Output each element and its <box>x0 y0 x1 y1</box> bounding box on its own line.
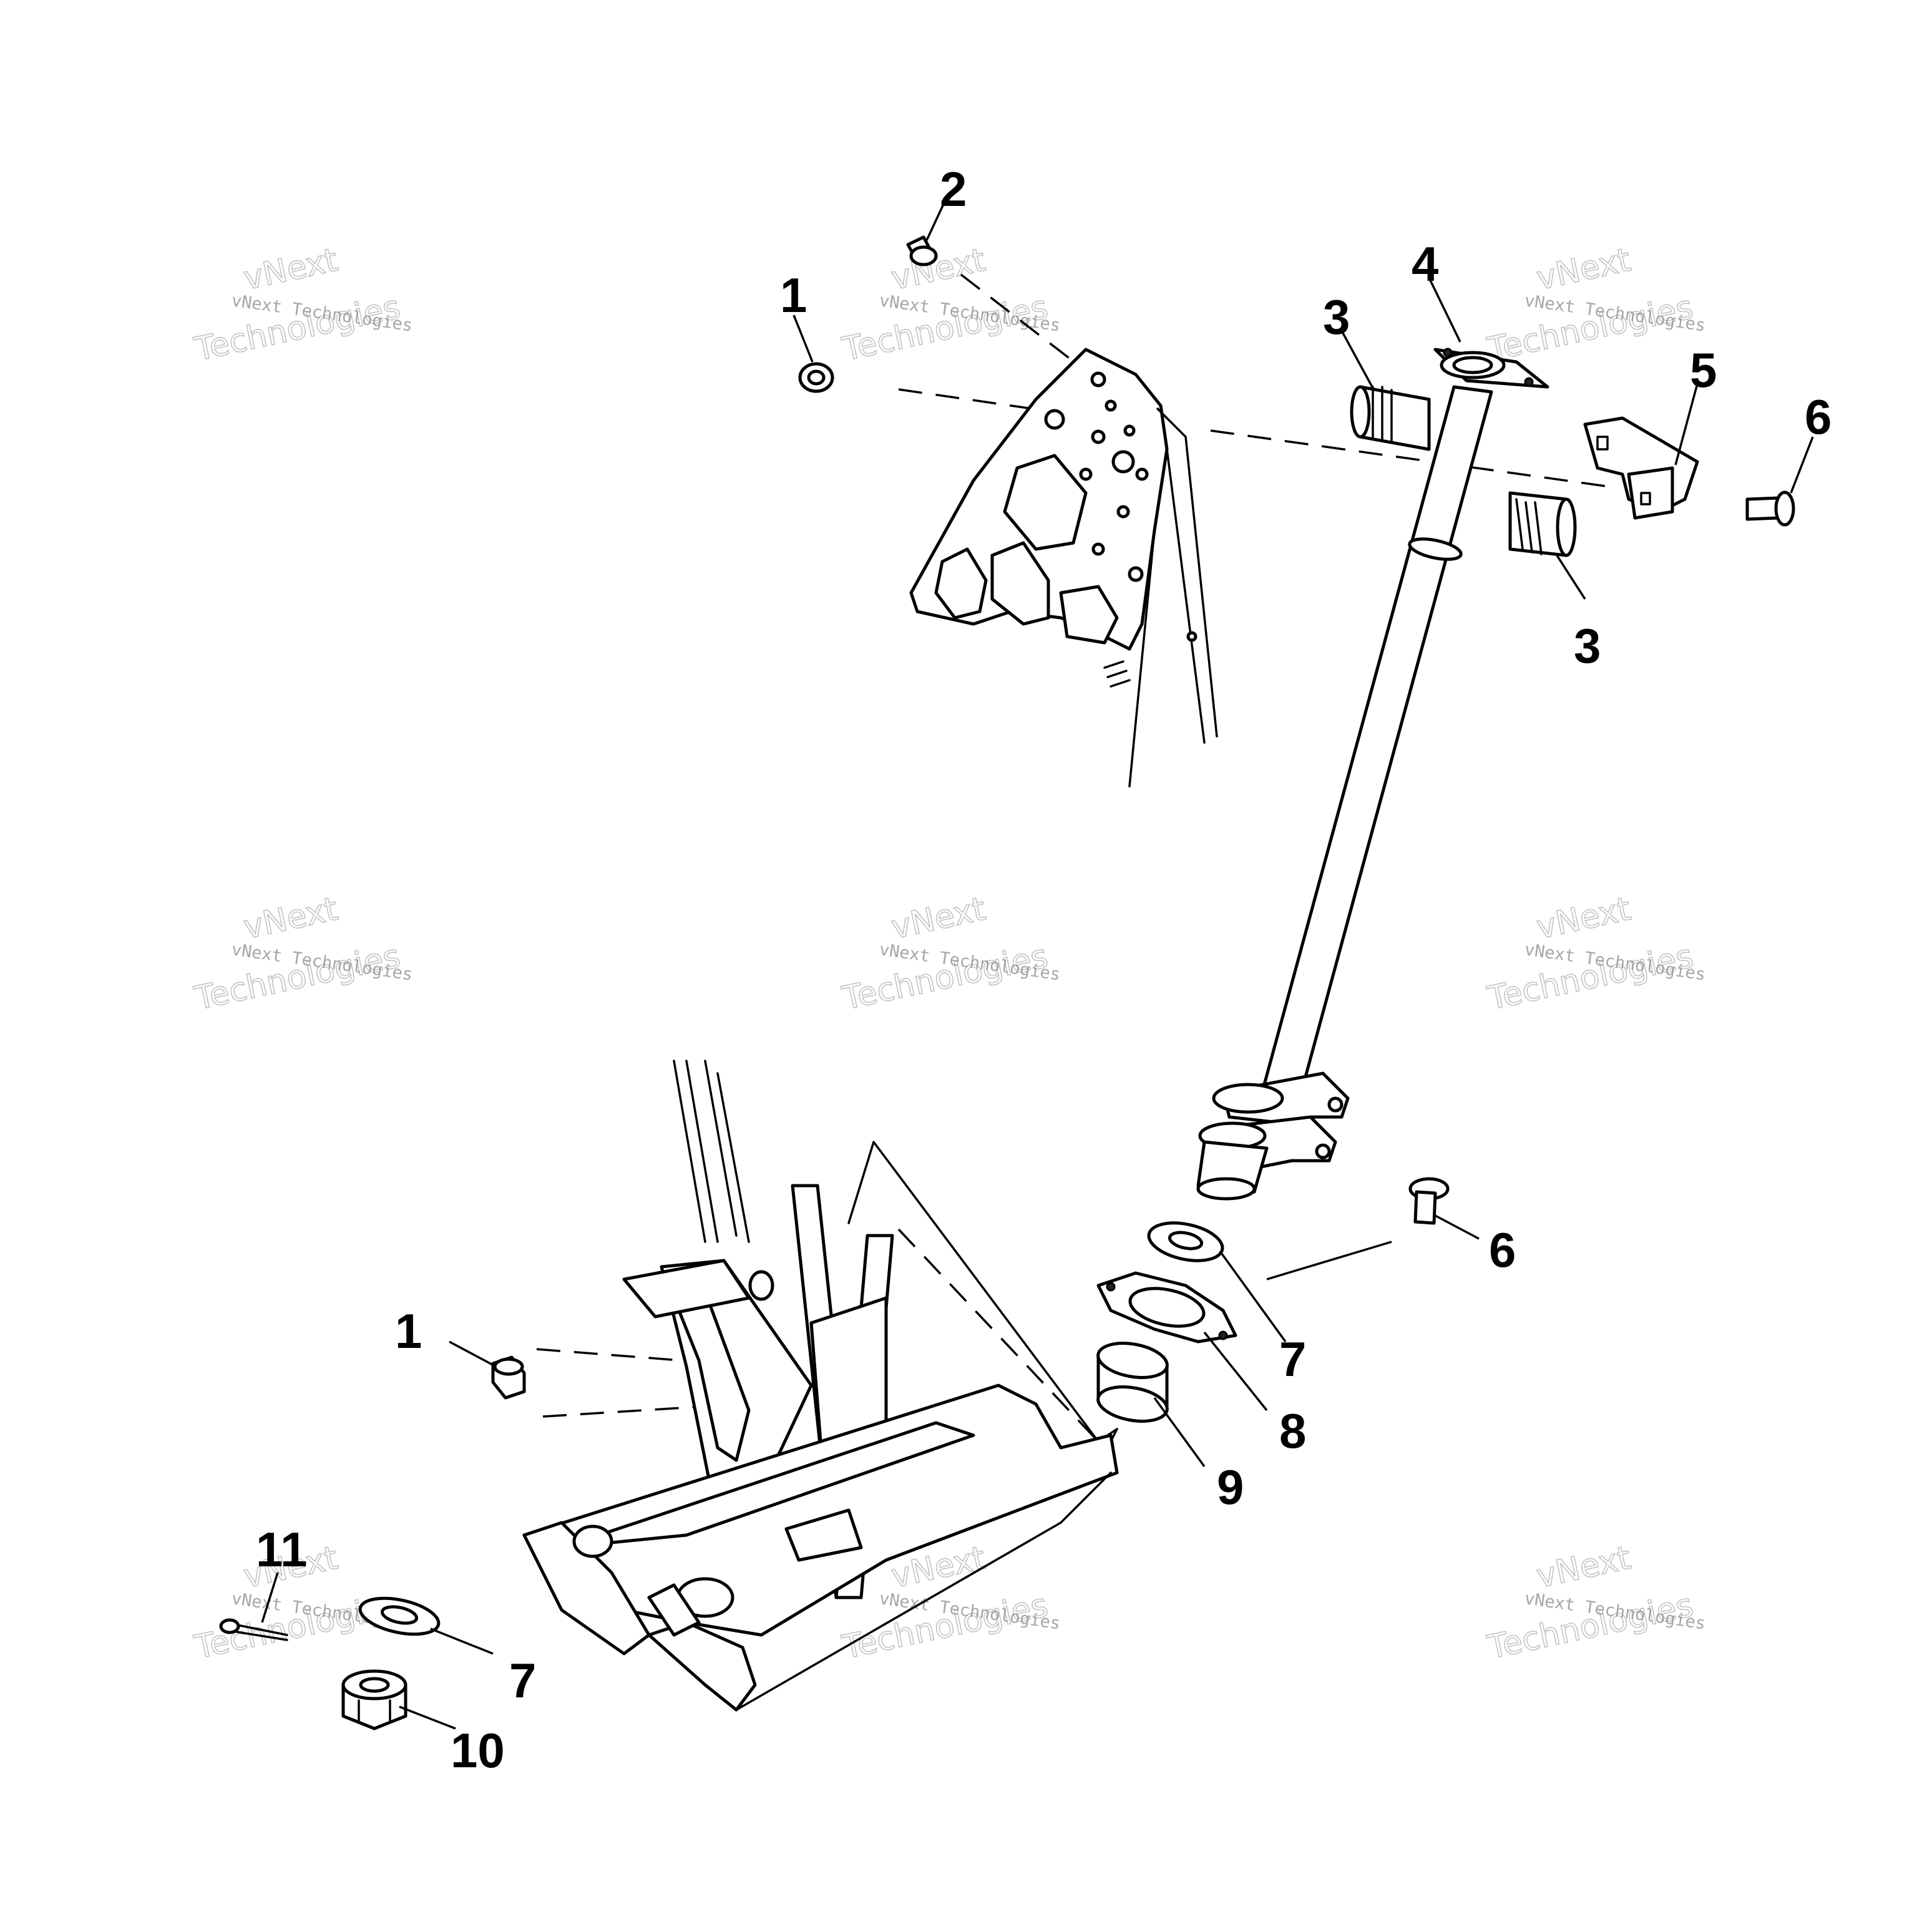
callout-2: 2 <box>940 162 967 217</box>
part-3-lower-bushing <box>1508 491 1577 557</box>
watermark-middle-right: vNext Technologies vNext Technologies <box>1484 890 1707 1018</box>
watermark-middle-center: vNext Technologies vNext Technologies <box>839 890 1062 1018</box>
part-2-bolt <box>906 235 938 266</box>
part-5-clamp <box>1583 416 1699 520</box>
lower-frame <box>522 1060 1119 1712</box>
callout-3-upper: 3 <box>1323 290 1350 344</box>
part-1-lower-nut <box>491 1355 526 1400</box>
part-10-castle-nut <box>341 1669 407 1730</box>
watermark-big-top: vNext <box>1533 1539 1634 1596</box>
watermark-big-top: vNext <box>1533 890 1634 947</box>
callout-11: 11 <box>256 1522 307 1577</box>
watermark-big-top: vNext <box>888 242 988 298</box>
callout-1-lower: 1 <box>395 1304 422 1359</box>
part-1-upper-nut <box>798 362 834 393</box>
watermark-big-top: vNext <box>240 890 341 947</box>
watermark-top-center: vNext Technologies vNext Technologies <box>839 241 1062 369</box>
part-6-upper-bolt <box>1745 490 1795 527</box>
watermark-bottom-right: vNext Technologies vNext Technologies <box>1484 1539 1707 1667</box>
callout-8: 8 <box>1279 1403 1306 1458</box>
part-11-cotter-pin <box>219 1618 288 1641</box>
watermark-big-top: vNext <box>888 890 988 947</box>
watermark-big-top: vNext <box>240 242 341 298</box>
watermark-top-left: vNext Technologies vNext Technologies <box>191 241 414 369</box>
callout-5: 5 <box>1690 343 1717 398</box>
part-8-flange <box>1096 1271 1237 1344</box>
part-6-lower-bolt <box>1408 1177 1450 1225</box>
callout-6-lower: 6 <box>1489 1222 1516 1277</box>
steering-post-shaft <box>1196 348 1549 1201</box>
callout-7-lower: 7 <box>509 1653 536 1708</box>
leader-lines <box>261 193 1814 1730</box>
callout-4: 4 <box>1412 237 1438 291</box>
callout-9: 9 <box>1217 1460 1244 1515</box>
callout-6-upper: 6 <box>1805 389 1832 444</box>
callout-10: 10 <box>451 1723 505 1778</box>
part-3-upper-bushing <box>1350 385 1431 451</box>
watermark-big-top: vNext <box>1533 242 1634 298</box>
dash-panel-bracket <box>909 348 1218 788</box>
callout-3-lower: 3 <box>1574 618 1601 673</box>
part-7-upper-washer <box>1147 1221 1224 1262</box>
callout-7-upper: 7 <box>1279 1332 1306 1387</box>
watermark-top-right: vNext Technologies vNext Technologies <box>1484 241 1707 369</box>
callout-1-upper: 1 <box>780 268 807 323</box>
part-9-bushing <box>1096 1342 1169 1423</box>
watermark-middle-left: vNext Technologies vNext Technologies <box>191 890 414 1018</box>
callout-labels: 1 1 2 3 3 4 5 6 6 7 7 8 9 10 11 <box>256 162 1832 1778</box>
part-7-lower-washer <box>358 1596 441 1636</box>
